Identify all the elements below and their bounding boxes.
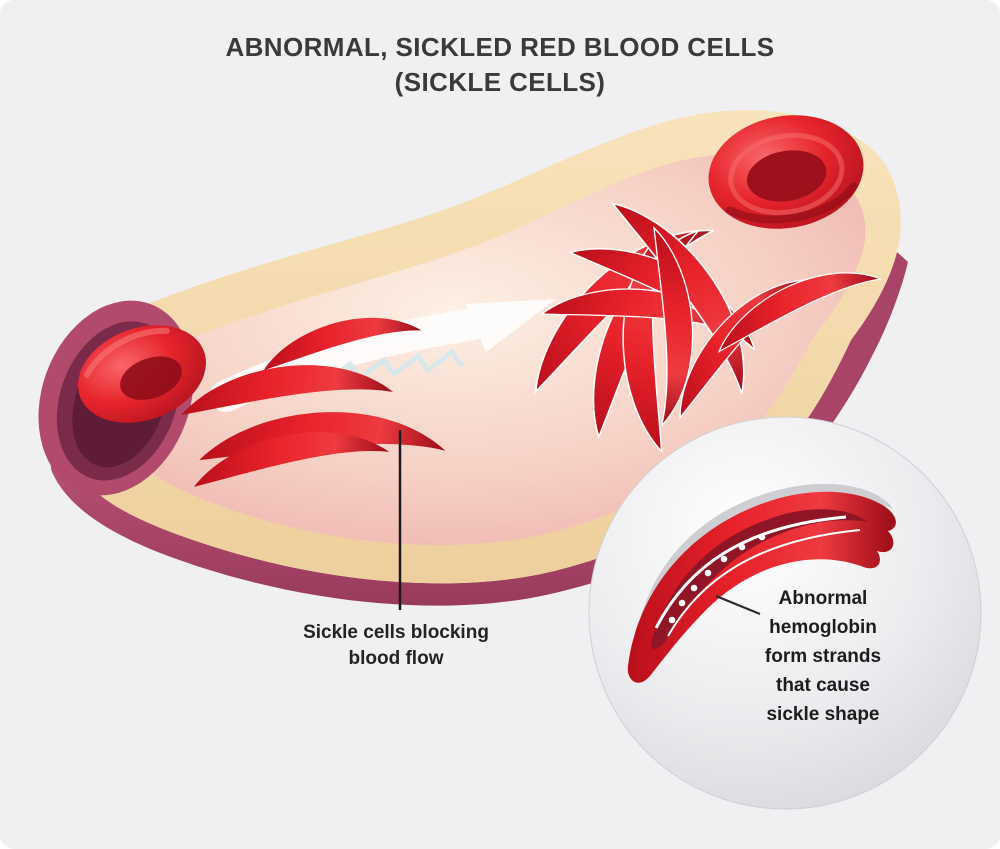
inset-label-line-5: sickle shape [766, 704, 880, 725]
inset-label-line-3: form strands [764, 646, 882, 667]
hemoglobin-strand [667, 529, 861, 637]
rbc-dimple [120, 356, 182, 400]
rbc-dimple [747, 150, 827, 202]
inset-label: Abnormal hemoglobin form strands that ca… [750, 584, 896, 729]
blocking-label-line-2: blood flow [348, 648, 444, 669]
hemoglobin-strand [654, 515, 847, 629]
title-line-2: (SICKLE CELLS) [394, 67, 606, 97]
normal-rbc-left [78, 325, 206, 423]
vessel-right-cut-face [797, 252, 908, 449]
diagram-title: ABNORMAL, SICKLED RED BLOOD CELLS (SICKL… [0, 30, 1000, 100]
blocking-label: Sickle cells blocking blood flow [256, 620, 536, 672]
arrow-head [466, 299, 556, 352]
rbc-inner-ring [728, 132, 845, 216]
inset-pointer-line [715, 594, 761, 616]
hemoglobin-dots [668, 533, 766, 624]
normal-rbc-top [708, 115, 864, 229]
title-line-1: ABNORMAL, SICKLED RED BLOOD CELLS [225, 32, 775, 62]
inset-sickle-cell [627, 491, 896, 683]
inset-label-line-2: hemoglobin [769, 617, 877, 638]
inset-label-line-1: Abnormal [778, 588, 868, 609]
rbc-bottom-shadow [725, 182, 858, 224]
inset-magnifier [588, 416, 982, 810]
inset-label-line-4: that cause [776, 675, 870, 696]
blocking-label-line-1: Sickle cells blocking [303, 622, 489, 643]
rbc-highlight [83, 327, 170, 378]
